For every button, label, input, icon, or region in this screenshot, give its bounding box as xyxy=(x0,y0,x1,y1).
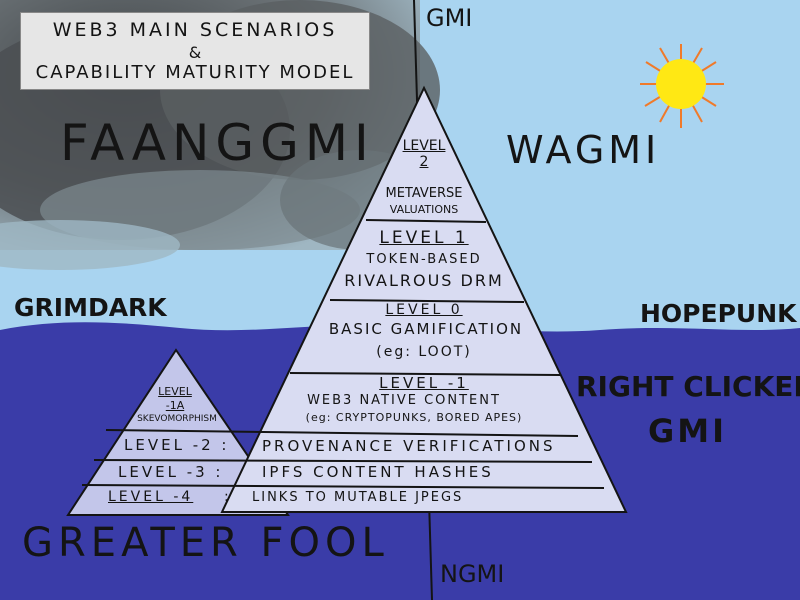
level-1-desc-1: TOKEN-BASED xyxy=(366,252,482,267)
edge-label-right: HOPEPUNK xyxy=(640,299,797,328)
title-line-1: WEB3 MAIN SCENARIOS xyxy=(52,19,338,41)
level-minus-2-desc: PROVENANCE VERIFICATIONS xyxy=(262,437,556,455)
level-minus-1a-label: LEVEL xyxy=(158,385,192,398)
level-2-desc-1: METAVERSE xyxy=(385,186,463,201)
title-line-2: CAPABILITY MATURITY MODEL xyxy=(35,62,355,83)
level-minus-1-desc-1: WEB3 NATIVE CONTENT xyxy=(307,393,501,408)
quadrant-label-lower-left: GREATER FOOL xyxy=(22,520,389,566)
quadrant-label-lower-right-1: RIGHT CLICKERS xyxy=(576,370,800,403)
axis-label-bottom: NGMI xyxy=(440,560,505,588)
level-2-desc-2: VALUATIONS xyxy=(389,203,459,216)
level-0-desc-2: (eg: LOOT) xyxy=(376,344,472,360)
quadrant-label-upper-right: WAGMI xyxy=(506,128,661,172)
level-1-label: LEVEL 1 xyxy=(379,228,469,248)
level-0-desc-1: BASIC GAMIFICATION xyxy=(328,320,524,338)
level-1-desc-2: RIVALROUS DRM xyxy=(344,271,504,290)
level-minus-4-label: LEVEL -4 xyxy=(108,489,194,505)
level-minus-1a-number: -1A xyxy=(165,399,185,412)
level-minus-4-separator: : xyxy=(224,489,229,505)
pyramid-dividers xyxy=(81,219,605,489)
sun-icon xyxy=(640,44,724,128)
level-minus-1a-desc: SKEVOMORPHISM xyxy=(137,414,217,424)
level-minus-2-label: LEVEL -2 : xyxy=(124,436,230,454)
quadrant-label-lower-right-2: GMI xyxy=(648,412,728,450)
level-0-label: LEVEL 0 xyxy=(385,302,463,318)
level-minus-4-desc: LINKS TO MUTABLE JPEGS xyxy=(252,490,464,505)
axis-label-top: GMI xyxy=(426,4,473,32)
level-minus-3-label: LEVEL -3 : xyxy=(118,463,224,481)
title-ampersand: & xyxy=(188,43,202,62)
level-minus-3-desc: IPFS CONTENT HASHES xyxy=(262,463,494,481)
quadrant-label-upper-left: FAANGGMI xyxy=(60,114,375,172)
level-minus-1-desc-2: (eg: CRYPTOPUNKS, BORED APES) xyxy=(305,411,523,424)
title-box: WEB3 MAIN SCENARIOS & CAPABILITY MATURIT… xyxy=(20,12,370,90)
level-minus-1-label: LEVEL -1 xyxy=(379,374,469,392)
level-2-number: 2 xyxy=(419,154,429,170)
level-2-label: LEVEL xyxy=(402,138,446,154)
edge-label-left: GRIMDARK xyxy=(14,293,167,322)
